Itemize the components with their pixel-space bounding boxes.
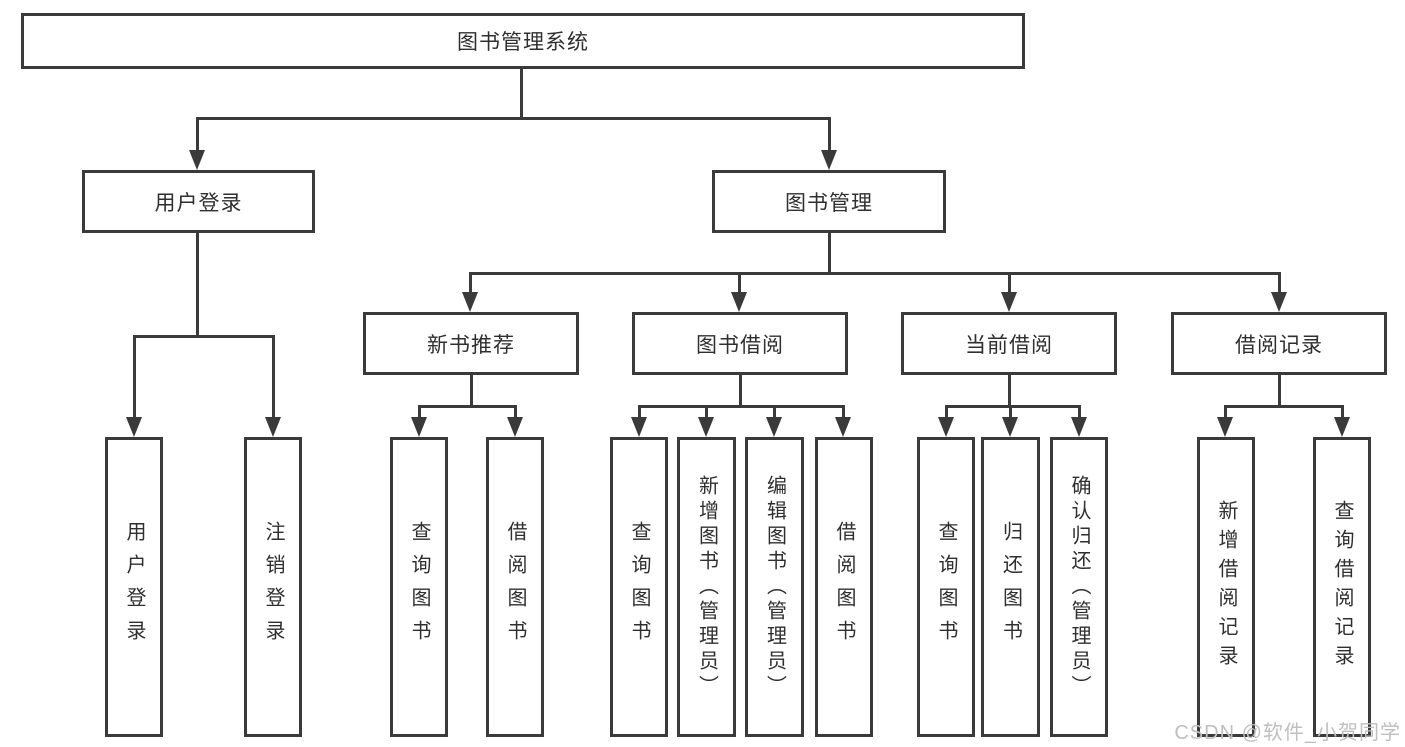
arrow-down-icon	[1217, 417, 1233, 437]
node-leaf-edit-books-admin: 编辑图书（管理员）	[745, 437, 804, 737]
node-book-borrowing-label: 图书借阅	[696, 333, 784, 357]
node-root-label: 图书管理系统	[457, 31, 589, 54]
node-book-borrowing: 图书借阅	[632, 312, 848, 375]
connector-line	[738, 272, 741, 294]
connector-line	[1224, 405, 1344, 408]
node-leaf-query-books-recommend: 查询图书	[390, 437, 448, 737]
connector-line	[133, 335, 136, 420]
connector-line	[1278, 272, 1281, 294]
arrow-down-icon	[938, 417, 954, 437]
connector-line	[514, 405, 517, 420]
node-leaf-user-login-action: 用户登录	[105, 437, 163, 737]
node-leaf-query-books-current: 查询图书	[917, 437, 975, 737]
connector-line	[638, 405, 845, 408]
arrow-down-icon	[835, 417, 851, 437]
node-book-management-label: 图书管理	[785, 191, 873, 215]
arrow-down-icon	[1271, 292, 1287, 312]
node-leaf-query-books-borrow: 查询图书	[610, 437, 668, 737]
connector-line	[1278, 375, 1281, 407]
connector-line	[842, 405, 845, 420]
connector-line	[1008, 272, 1011, 294]
connector-line	[945, 405, 1080, 408]
node-leaf-add-borrow-record: 新增借阅记录	[1197, 437, 1255, 737]
node-borrowing-records: 借阅记录	[1171, 312, 1387, 375]
connector-line	[773, 405, 776, 420]
node-new-book-recommend-label: 新书推荐	[427, 333, 515, 357]
node-leaf-query-borrow-record: 查询借阅记录	[1313, 437, 1371, 737]
arrow-down-icon	[1334, 417, 1350, 437]
node-user-login: 用户登录	[82, 170, 315, 233]
node-leaf-return-books: 归还图书	[981, 437, 1040, 737]
arrow-down-icon	[1071, 417, 1087, 437]
connector-line	[272, 335, 275, 420]
arrow-down-icon	[462, 292, 478, 312]
connector-line	[1224, 405, 1227, 420]
arrow-down-icon	[126, 417, 142, 437]
arrow-down-icon	[631, 417, 647, 437]
connector-line	[945, 405, 948, 420]
connector-line	[418, 405, 517, 408]
connector-line	[1341, 405, 1344, 420]
connector-line	[196, 233, 199, 337]
arrow-down-icon	[1001, 292, 1017, 312]
connector-line	[1009, 405, 1012, 420]
connector-line	[828, 233, 831, 274]
connector-line	[470, 375, 473, 407]
connector-line	[1008, 375, 1011, 407]
connector-line	[469, 272, 472, 294]
connector-line	[705, 405, 708, 420]
node-leaf-confirm-return-admin: 确认归还（管理员）	[1050, 437, 1108, 737]
node-root-system: 图书管理系统	[21, 13, 1025, 69]
arrow-down-icon	[189, 150, 205, 170]
arrow-down-icon	[507, 417, 523, 437]
arrow-down-icon	[411, 417, 427, 437]
connector-line	[469, 272, 1281, 275]
connector-line	[418, 405, 421, 420]
node-leaf-borrow-books: 借阅图书	[815, 437, 873, 737]
connector-line	[638, 405, 641, 420]
arrow-down-icon	[766, 417, 782, 437]
connector-line	[1078, 405, 1081, 420]
node-leaf-logout: 注销登录	[244, 437, 302, 737]
connector-line	[520, 68, 523, 117]
node-leaf-borrow-books-recommend: 借阅图书	[486, 437, 544, 737]
arrow-down-icon	[698, 417, 714, 437]
connector-line	[133, 335, 275, 338]
node-borrowing-records-label: 借阅记录	[1235, 333, 1323, 357]
connector-line	[196, 117, 831, 120]
arrow-down-icon	[1002, 417, 1018, 437]
node-new-book-recommend: 新书推荐	[363, 312, 579, 375]
connector-line	[828, 117, 831, 152]
node-current-borrowing-label: 当前借阅	[965, 333, 1053, 357]
node-user-login-label: 用户登录	[154, 191, 243, 215]
arrow-down-icon	[731, 292, 747, 312]
connector-line	[739, 375, 742, 407]
connector-line	[196, 117, 199, 152]
node-book-management: 图书管理	[712, 170, 946, 233]
watermark-text: CSDN @软件_小贺同学	[1174, 722, 1401, 744]
node-leaf-add-books-admin: 新增图书（管理员）	[677, 437, 736, 737]
arrow-down-icon	[265, 417, 281, 437]
arrow-down-icon	[821, 150, 837, 170]
node-current-borrowing: 当前借阅	[901, 312, 1117, 375]
